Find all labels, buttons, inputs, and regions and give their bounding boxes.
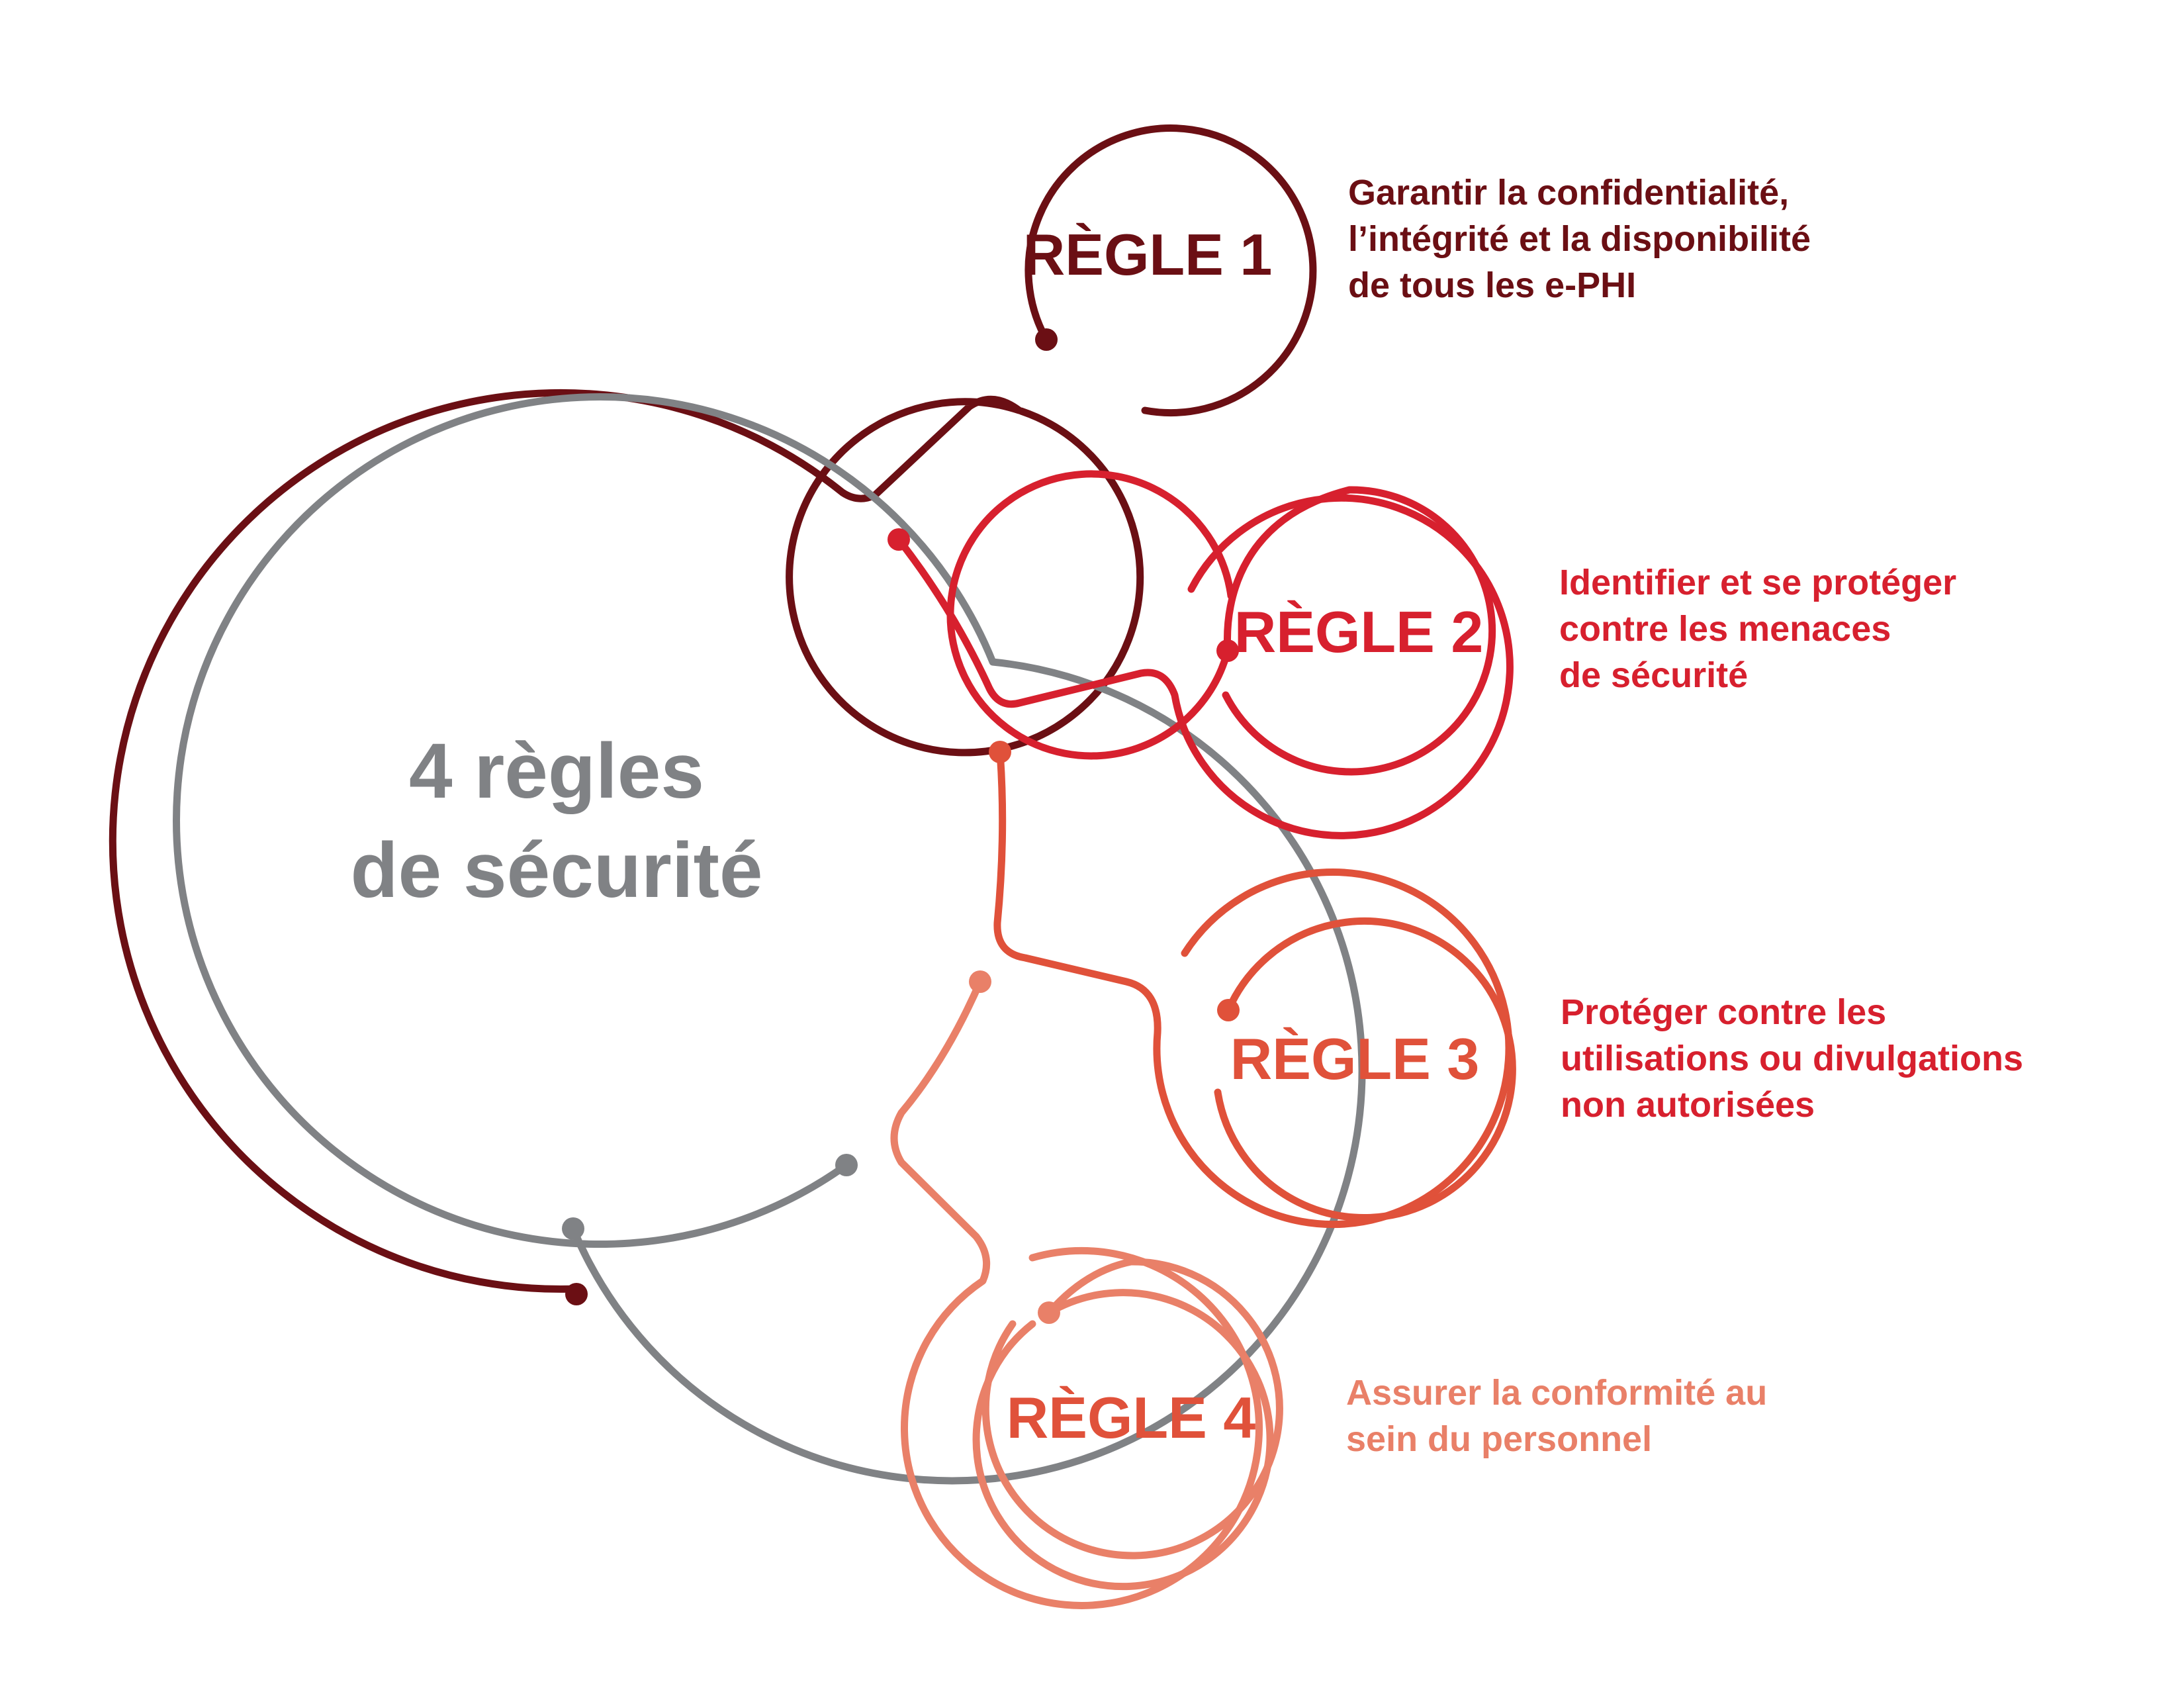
- rule2-description: Identifier et se protéger contre les men…: [1559, 563, 1956, 695]
- rule1-desc-line: Garantir la confidentialité,: [1348, 173, 1789, 212]
- rule4-desc-line: Assurer la conformité au: [1346, 1373, 1767, 1413]
- rule2-start-dot: [887, 528, 910, 551]
- rule2-label: RÈGLE 2: [1234, 599, 1484, 665]
- rule2-desc-line: contre les menaces: [1559, 609, 1891, 649]
- rule2-dot: [1216, 639, 1239, 662]
- rule3-description: Protéger contre les utilisations ou divu…: [1561, 992, 2023, 1125]
- rule4-circle: RÈGLE 4: [890, 970, 1283, 1609]
- center-gray-spiral: [173, 393, 1366, 1485]
- rule1-description: Garantir la confidentialité, l’intégrité…: [1348, 173, 1811, 305]
- rule1-connector: [109, 389, 1144, 1305]
- rule3-circle: RÈGLE 3: [989, 741, 1516, 1228]
- rule1-label: RÈGLE 1: [1023, 222, 1273, 287]
- rule1-start-dot: [565, 1283, 588, 1305]
- rule1-dot: [1035, 328, 1058, 351]
- rule3-start-dot: [989, 741, 1011, 763]
- gray-dot-inner: [562, 1217, 584, 1240]
- rule4-label: RÈGLE 4: [1007, 1385, 1256, 1450]
- gray-dot-outer: [835, 1154, 858, 1176]
- rule2-desc-line: de sécurité: [1559, 655, 1748, 695]
- rule4-description: Assurer la conformité au sein du personn…: [1346, 1373, 1767, 1459]
- center-title-line1: 4 règles: [409, 727, 704, 815]
- rule2-desc-line: Identifier et se protéger: [1559, 563, 1956, 602]
- rule3-dot: [1217, 999, 1240, 1021]
- rule3-label: RÈGLE 3: [1230, 1026, 1480, 1092]
- rule4-start-dot: [969, 970, 991, 993]
- rule1-desc-line: l’intégrité et la disponibilité: [1348, 219, 1811, 259]
- rule3-desc-line: non autorisées: [1561, 1085, 1815, 1125]
- center-title-line2: de sécurité: [350, 827, 762, 914]
- rule4-desc-line: sein du personnel: [1346, 1419, 1652, 1459]
- rule3-desc-line: utilisations ou divulgations: [1561, 1039, 2023, 1078]
- rule4-dot: [1038, 1301, 1060, 1324]
- rule1-desc-line: de tous les e-PHI: [1348, 265, 1636, 305]
- rule3-desc-line: Protéger contre les: [1561, 992, 1886, 1032]
- rule2-circle: RÈGLE 2: [887, 470, 1514, 839]
- rule1-circle: RÈGLE 1: [1023, 124, 1317, 417]
